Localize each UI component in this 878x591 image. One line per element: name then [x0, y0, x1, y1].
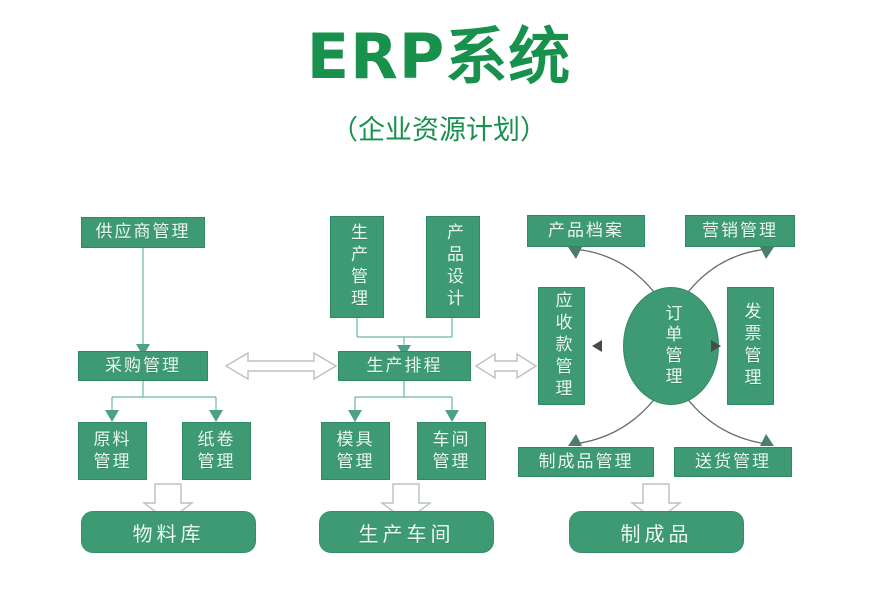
- node-supplier-mgmt[interactable]: 供应商管理: [81, 217, 205, 248]
- arrow-left-to-receivable-icon: [592, 340, 602, 352]
- node-product-archive[interactable]: 产品档案: [527, 215, 645, 247]
- node-product-design[interactable]: 产品设计: [426, 216, 480, 318]
- node-production-workshop[interactable]: 生产车间: [319, 511, 494, 553]
- node-mold-mgmt[interactable]: 模具管理: [321, 422, 390, 480]
- node-paper-roll-mgmt[interactable]: 纸卷管理: [182, 422, 251, 480]
- node-workshop-mgmt[interactable]: 车间管理: [417, 422, 486, 480]
- node-receivable-mgmt[interactable]: 应收款管理: [538, 287, 585, 405]
- node-finished-goods[interactable]: 制成品: [569, 511, 744, 553]
- node-order-mgmt[interactable]: 订单管理: [623, 287, 719, 405]
- arrow-right-to-invoice-icon: [711, 340, 721, 352]
- node-finished-goods-mgmt[interactable]: 制成品管理: [518, 447, 654, 477]
- node-material-warehouse[interactable]: 物料库: [81, 511, 256, 553]
- page-title: ERP系统: [306, 20, 572, 93]
- node-production-schedule[interactable]: 生产排程: [338, 351, 471, 381]
- page-subtitle: （企业资源计划）: [331, 115, 547, 146]
- node-invoice-mgmt[interactable]: 发票管理: [727, 287, 774, 405]
- node-marketing-mgmt[interactable]: 营销管理: [685, 215, 795, 247]
- node-purchase-mgmt[interactable]: 采购管理: [78, 351, 208, 381]
- node-delivery-mgmt[interactable]: 送货管理: [674, 447, 792, 477]
- node-production-mgmt[interactable]: 生产管理: [330, 216, 384, 318]
- node-raw-material-mgmt[interactable]: 原料管理: [78, 422, 147, 480]
